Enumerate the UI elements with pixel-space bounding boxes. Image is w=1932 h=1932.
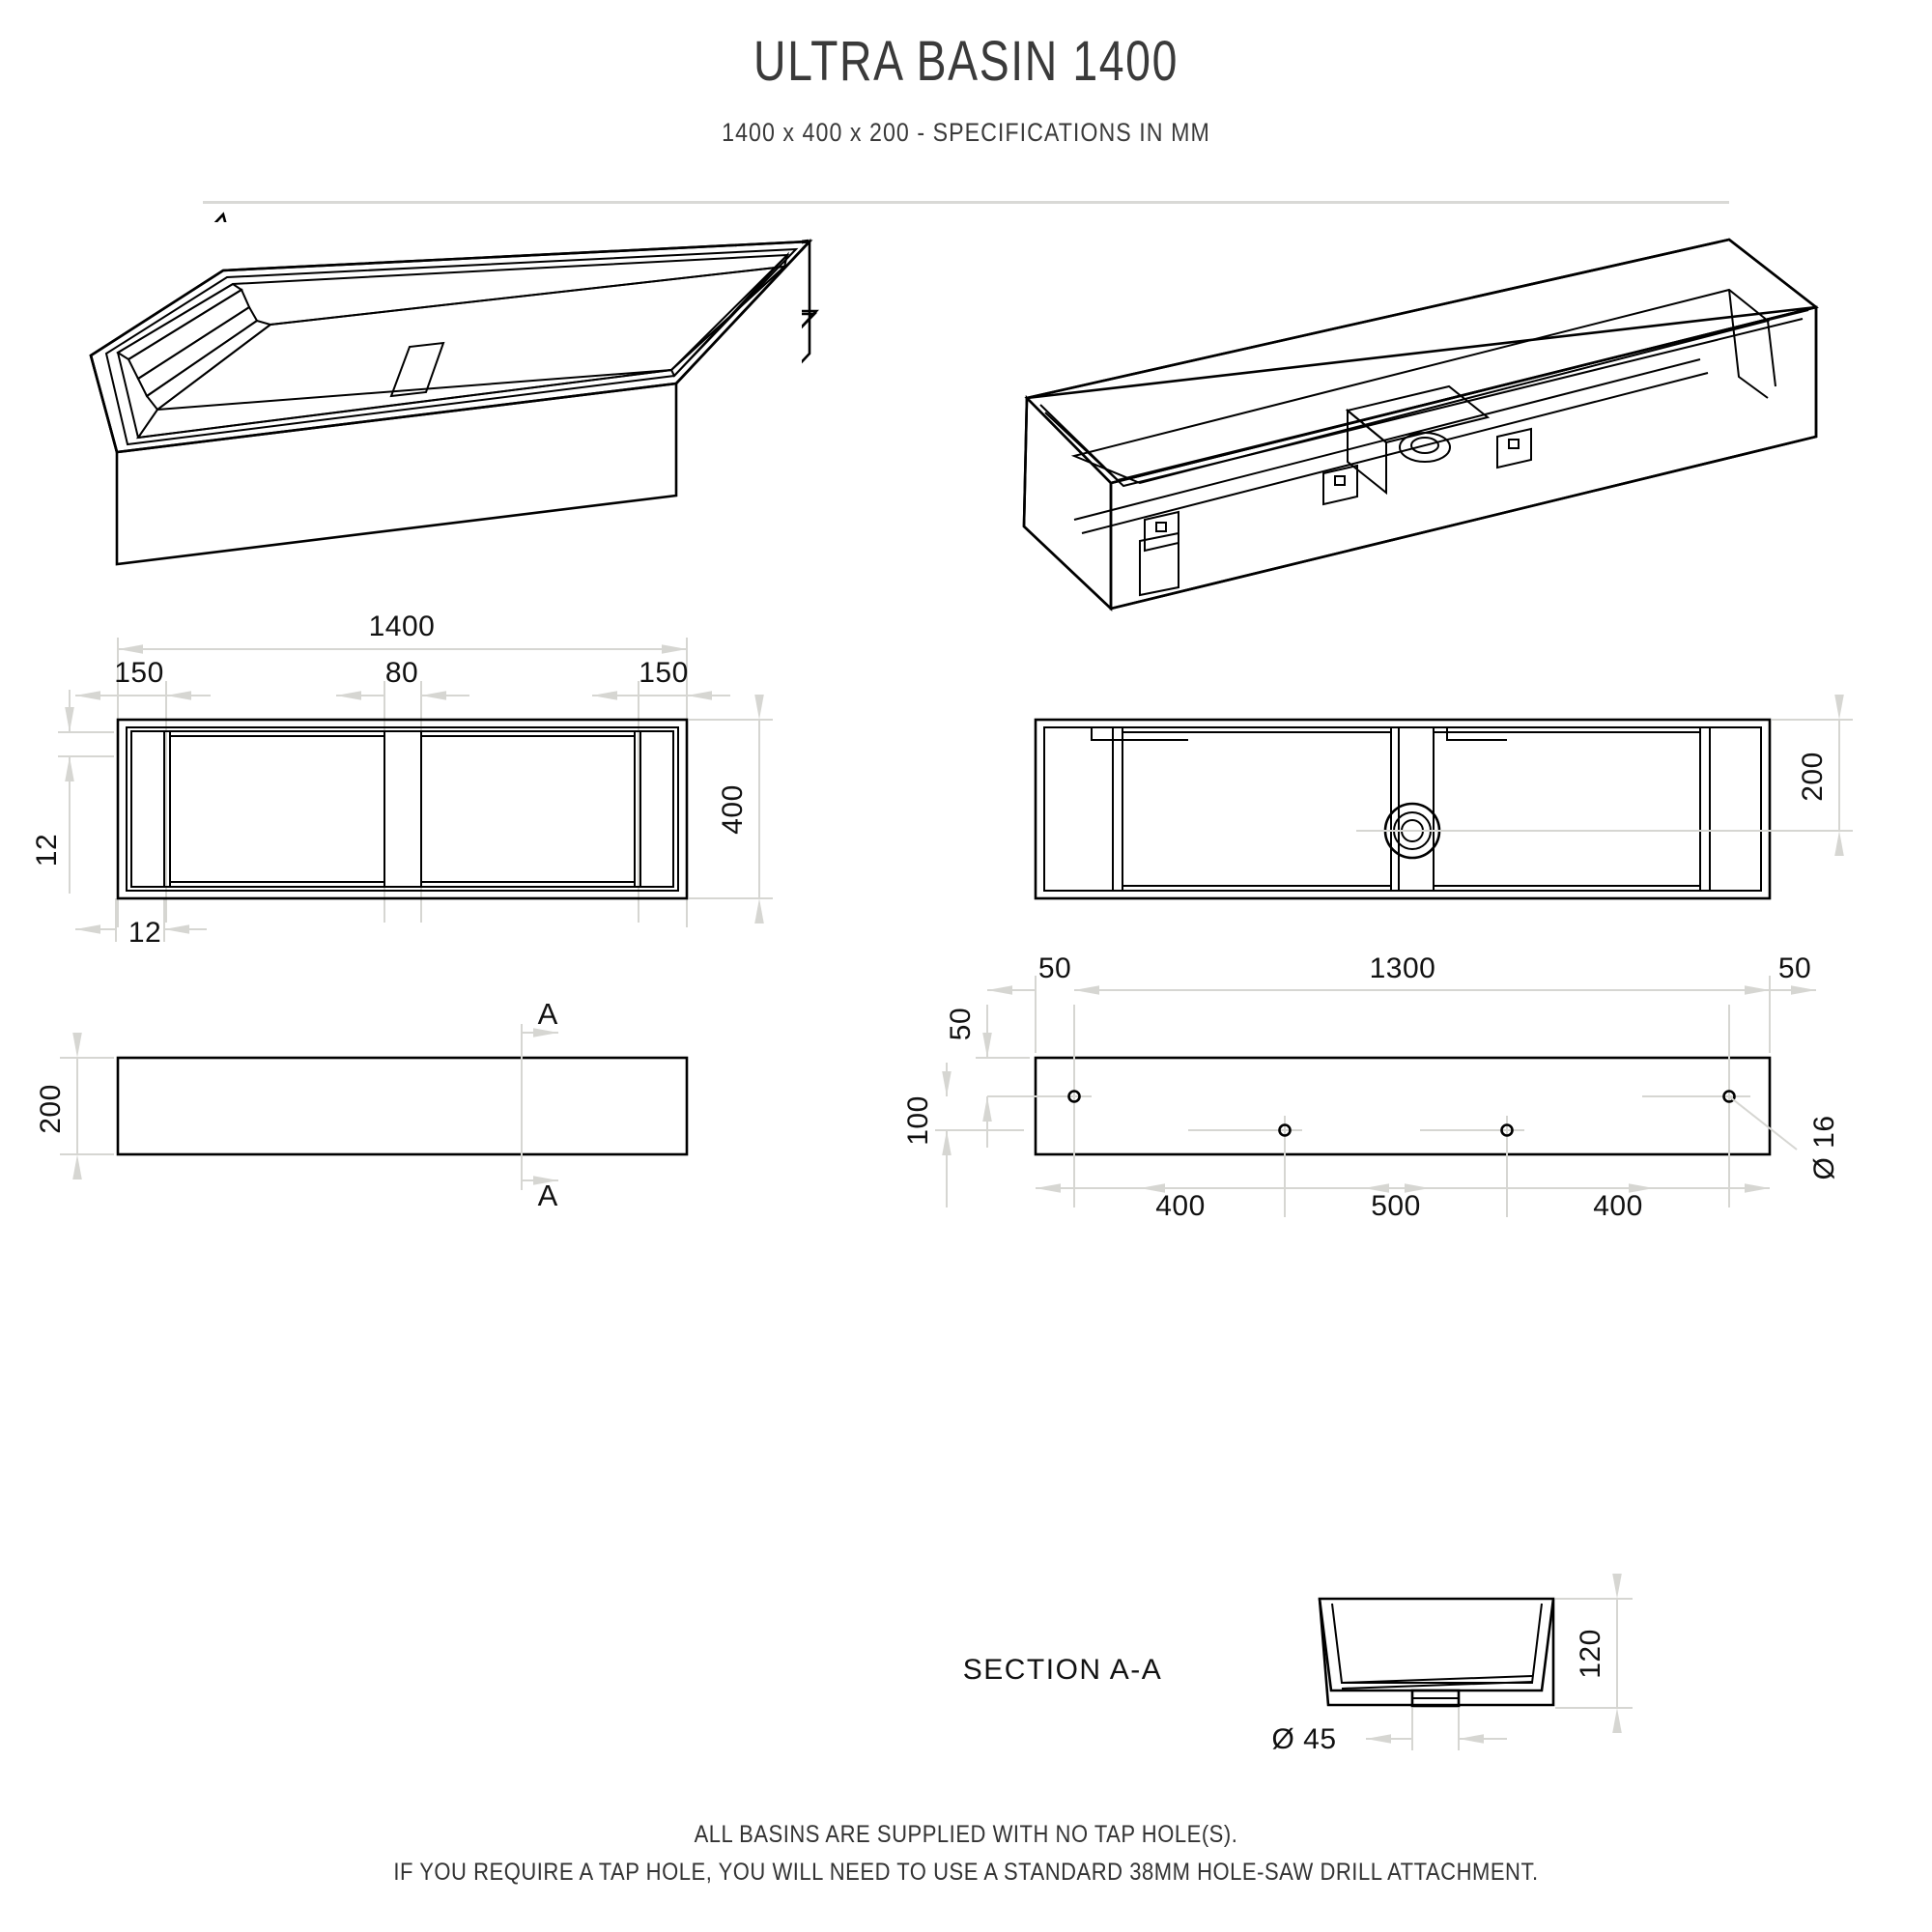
dim-holes-edge-left: 50 [1038,952,1071,984]
isometric-view-underside [985,222,1835,686]
dim-section-depth: 120 [1575,1629,1606,1679]
plan-dimensions: 1400 150 80 150 400 [31,611,773,949]
dim-waste-diameter: Ø 45 [1271,1723,1336,1755]
dim-front-height: 200 [35,1084,67,1134]
dim-plan-wall-vertical: 12 [31,834,63,867]
dim-plan-wall-horizontal: 12 [128,917,161,949]
dim-plan-left-offset: 150 [114,657,164,689]
dim-plan-length: 1400 [369,611,436,642]
footer-line-2: IF YOU REQUIRE A TAP HOLE, YOU WILL NEED… [393,1858,1539,1886]
section-cut-label-top: A [538,997,558,1031]
section-cut-label-bottom: A [538,1179,558,1212]
dim-rear-height: 200 [1797,752,1829,802]
dim-holes-vertical: 100 [902,1095,934,1146]
dim-plan-width: 400 [717,784,749,835]
section-view: SECTION A-A 120 Ø 45 [963,1574,1633,1755]
footer-line-1: ALL BASINS ARE SUPPLIED WITH NO TAP HOLE… [694,1821,1238,1848]
section-title: SECTION A-A [963,1654,1163,1686]
footer-note: ALL BASINS ARE SUPPLIED WITH NO TAP HOLE… [0,1816,1932,1891]
dim-holes-top-offset: 50 [945,1008,977,1040]
dim-holes-span: 1300 [1370,952,1436,984]
plan-view [116,718,689,900]
page-title: ULTRA BASIN 1400 [753,30,1179,93]
dim-plan-centre-gap: 80 [385,657,418,689]
dim-holes-gap-3: 400 [1593,1190,1643,1222]
page-subtitle: 1400 x 400 x 200 - SPECIFICATIONS IN MM [722,118,1210,147]
dim-holes-gap-2: 500 [1371,1190,1421,1222]
dim-holes-gap-1: 400 [1155,1190,1206,1222]
front-elevation-view: 200 A A [35,997,689,1212]
rear-elevation-view: 50 1300 50 50 100 [902,952,1840,1222]
dim-hole-diameter: Ø 16 [1808,1115,1840,1179]
underside-plan-view: 200 [1034,695,1853,900]
header-divider [203,201,1729,204]
dim-plan-right-offset: 150 [639,657,689,689]
dim-holes-edge-right: 50 [1778,952,1811,984]
isometric-view-top-final [68,222,813,609]
